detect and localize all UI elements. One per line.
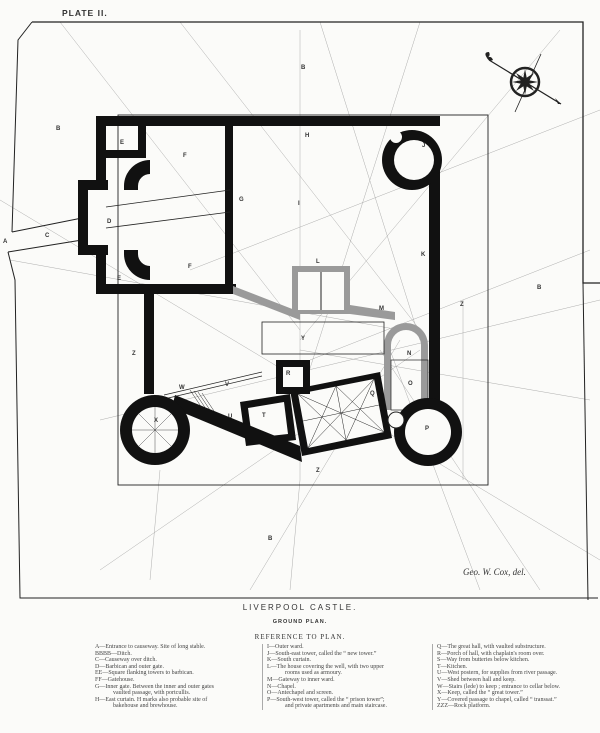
plan-label: L [316,259,320,265]
reference-entry: M—Gateway to inner ward. [267,676,335,683]
reference-entry: T—Kitchen. [437,663,468,670]
reference-entry: U—West postern, for supplies from river … [437,670,558,677]
draughtsman-signature: Geo. W. Cox, del. [463,567,526,577]
reference-entry: EE—Square flanking towers to barbican. [95,670,194,677]
plate-subtitle: GROUND PLAN. [272,619,328,625]
chapel-n [384,323,428,410]
reference-entry: K—South curtain. [267,657,311,664]
reference-column-3: Q—The great hall, with vaulted substruct… [432,644,600,710]
reference-entry: Q—The great hall, with vaulted substruct… [437,644,546,650]
reference-entry: D—Barbican and outer gate. [95,663,164,670]
plan-label: Q [370,391,375,397]
plate-number: PLATE II. [62,8,108,18]
plan-label: N [407,351,411,357]
plan-label: J [422,143,425,149]
plan-label: H [305,133,309,139]
castle-ground-plan: A B B B B C D E E F F G H I J K L M N O P Q R T U V W X Y Z Z Z [0,21,600,600]
reference-entry: H—East curtain. H marks also probable si… [95,696,208,703]
plan-label: X [154,418,158,424]
plan-label: E [120,140,124,146]
reference-entry: W—Stairs (lede) to keep ; entrance to ce… [437,683,561,690]
plan-label: G [239,197,244,203]
reference-heading: REFERENCE TO PLAN. [254,633,346,641]
reference-entry: R—Porch of hall, with chaplain's room ov… [437,650,545,657]
plan-label: Z [132,351,136,357]
reference-entry: Y—Covered passage to chapel, called “ tr… [437,696,557,703]
great-hall-q [290,372,392,456]
plan-label: D [107,219,112,225]
curtain-walls [78,116,440,410]
plan-label: O [408,381,413,387]
reference-entry: P—South-west tower, called the “ prison … [267,696,385,703]
plan-label: A [3,239,8,245]
reference-entry: C—Causeway over ditch. [95,657,157,664]
reference-entry: and private apartments and main staircas… [285,703,387,710]
reference-entry: BBBB—Ditch. [95,650,132,657]
plate-title: LIVERPOOL CASTLE. [242,603,358,612]
reference-entry: O—Antechapel and screen. [267,690,334,697]
reference-entry: J—South-east tower, called the “ new tow… [267,650,377,657]
reference-entry: N—Chapel. [267,683,296,690]
reference-entry: FF—Gatehouse. [95,676,135,683]
reference-entry: I—Outer ward. [267,644,304,650]
plan-label: R [286,371,291,377]
plan-label: B [537,285,542,291]
reference-entry: rooms used as armoury. [285,670,342,677]
plan-label: E [117,276,121,282]
plan-label: I [298,201,300,207]
reference-entry: L—The house covering the well, with two … [267,663,384,670]
plan-label: T [262,413,266,419]
plan-label: M [379,306,384,312]
ditch-outline [32,21,600,284]
reference-entry: bakehouse and brewhouse. [113,703,178,710]
plan-label: Z [460,302,464,308]
reference-entry: vaulted passage, with portcullis. [113,690,191,697]
plan-label: Y [301,336,305,342]
plan-label: B [268,536,273,542]
reference-column-2: I—Outer ward.J—South-east tower, called … [262,644,432,710]
plan-label: P [425,426,429,432]
reference-entry: V—Shed between hall and keep. [437,676,516,683]
plan-label: C [45,233,50,239]
compass-rose-icon [485,52,562,113]
plan-label: B [301,65,306,71]
plan-label: Z [316,468,320,474]
reference-column-1: A—Entrance to causeway. Site of long sta… [95,644,255,710]
plan-label: V [225,382,229,388]
reference-entry: ZZZ—Rock platform. [437,703,491,710]
reference-entry: G—Inner gate. Between the inner and oute… [95,683,214,690]
plan-label: B [56,126,61,132]
plan-label: F [188,264,192,270]
plan-label: W [179,385,185,391]
reference-entry: X—Keep, called the “ great tower.” [437,690,523,697]
plan-label: F [183,153,187,159]
plan-label: K [421,252,426,258]
plan-label: U [228,414,232,420]
plan-labels: A B B B B C D E E F F G H I J K L M N O P Q R T U V W X Y Z Z Z [3,65,542,542]
reference-entry: A—Entrance to causeway. Site of long sta… [95,644,206,650]
reference-entry: S—Way from butteries below kitchen. [437,657,530,664]
